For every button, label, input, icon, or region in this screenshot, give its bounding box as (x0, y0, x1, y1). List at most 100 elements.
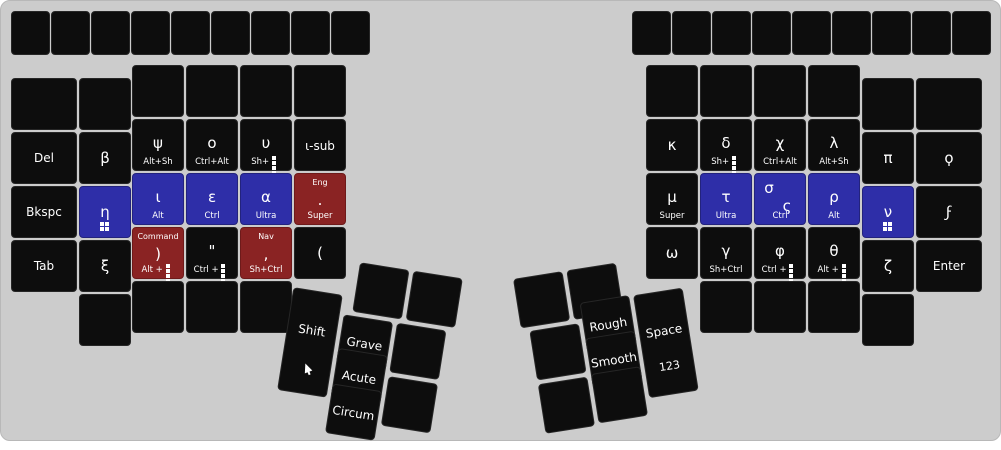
psi-key[interactable]: ψ Alt+Sh (132, 119, 184, 171)
thumb-blank-right-2[interactable] (380, 376, 439, 434)
left-key-blank-c2-top[interactable] (132, 65, 184, 117)
right-key-blank-c1-top[interactable] (700, 65, 752, 117)
thumb-blank-mid[interactable] (590, 366, 649, 424)
tau-key-label: τ (721, 188, 731, 206)
tab-key-label: Tab (33, 259, 55, 273)
thumb-blank-left-1[interactable] (529, 323, 587, 381)
thumb-blank-top-2[interactable] (405, 270, 463, 328)
right-function-key-5[interactable] (792, 11, 831, 55)
delete-key[interactable]: Del (11, 132, 77, 184)
upsilon-key-modifier: Sh+ (241, 156, 291, 175)
thumb-blank-top-1[interactable] (352, 262, 410, 320)
left-function-key-2[interactable] (51, 11, 90, 55)
backspace-key[interactable]: Bkspc (11, 186, 77, 238)
right-key-blank-c4-top[interactable] (862, 78, 914, 130)
tau-key[interactable]: τ Ultra (700, 173, 752, 225)
iota-key-label: ι (155, 188, 161, 206)
right-function-key-6[interactable] (832, 11, 871, 55)
right-key-blank-c0-top[interactable] (646, 65, 698, 117)
left-function-key-3[interactable] (91, 11, 130, 55)
mu-key-label: μ (667, 188, 677, 206)
left-function-key-5[interactable] (171, 11, 210, 55)
thumb-blank-right-1[interactable] (389, 322, 447, 381)
lambda-key[interactable]: λ Alt+Sh (808, 119, 860, 171)
tab-key[interactable]: Tab (11, 240, 77, 292)
iota-subscript-key[interactable]: ι-sub (294, 119, 346, 171)
delta-key[interactable]: δ Sh+ (700, 119, 752, 175)
right-thumb-cluster: Rough Space 123 Smooth (513, 252, 708, 447)
kappa-key[interactable]: κ (646, 119, 698, 171)
quote-key[interactable]: " Ctrl + (186, 227, 238, 283)
eta-key[interactable]: η (79, 186, 131, 238)
left-function-key-9[interactable] (331, 11, 370, 55)
period-key[interactable]: Eng . Super (294, 173, 346, 225)
iota-key[interactable]: ι Alt (132, 173, 184, 225)
left-key-blank-c1-top[interactable] (79, 78, 131, 130)
enter-key[interactable]: Enter (916, 240, 982, 292)
right-function-key-9[interactable] (952, 11, 991, 55)
omicron-key-modifier: Ctrl+Alt (195, 157, 229, 167)
sigma-key[interactable]: σ ς Ctrl (754, 173, 806, 225)
mu-key[interactable]: μ Super (646, 173, 698, 225)
phi-key[interactable]: φ Ctrl + (754, 227, 806, 283)
chi-key[interactable]: χ Ctrl+Alt (754, 119, 806, 171)
pi-key[interactable]: π (862, 132, 914, 184)
left-function-key-8[interactable] (291, 11, 330, 55)
left-paren-key[interactable]: ( (294, 227, 346, 279)
right-key-blank-c3-bottom[interactable] (808, 281, 860, 333)
left-function-key-1[interactable] (11, 11, 50, 55)
zeta-key-label: ζ (883, 257, 893, 275)
right-function-key-7[interactable] (872, 11, 911, 55)
circum-key[interactable]: Circum (324, 383, 383, 441)
iota-subscript-key-label: ι-sub (305, 139, 335, 153)
phi-key-label: φ (775, 242, 785, 260)
rho-key-label: ρ (829, 188, 839, 206)
right-paren-key[interactable]: Command ) Alt + (132, 227, 184, 283)
upsilon-key[interactable]: υ Sh+ (240, 119, 292, 175)
rho-key[interactable]: ρ Alt (808, 173, 860, 225)
beta-key[interactable]: β (79, 132, 131, 184)
right-key-blank-c2-bottom[interactable] (754, 281, 806, 333)
alpha-key[interactable]: α Ultra (240, 173, 292, 225)
epsilon-key[interactable]: ε Ctrl (186, 173, 238, 225)
left-key-blank-c5-top[interactable] (294, 65, 346, 117)
right-function-key-2[interactable] (672, 11, 711, 55)
right-key-blank-c3-top[interactable] (808, 65, 860, 117)
gamma-key[interactable]: γ Sh+Ctrl (700, 227, 752, 279)
thumb-blank-top-3[interactable] (513, 271, 571, 329)
left-function-key-7[interactable] (251, 11, 290, 55)
left-function-key-4[interactable] (131, 11, 170, 55)
space-key[interactable]: Space 123 (633, 287, 699, 399)
right-key-blank-c1-bottom[interactable] (700, 281, 752, 333)
left-key-blank-c2-bottom[interactable] (132, 281, 184, 333)
left-key-blank-c3-bottom[interactable] (186, 281, 238, 333)
koppa-key[interactable]: ϙ (916, 132, 982, 184)
right-key-blank-c2-top[interactable] (754, 65, 806, 117)
digamma-key[interactable]: ϝ (916, 186, 982, 238)
omega-key[interactable]: ω (646, 227, 698, 279)
comma-key-layer: Nav (258, 232, 274, 241)
right-key-blank-c5-top[interactable] (916, 78, 982, 130)
xi-key[interactable]: ξ (79, 240, 131, 292)
right-key-blank-c4-bottom[interactable] (862, 294, 914, 346)
right-function-key-3[interactable] (712, 11, 751, 55)
windows-icon (271, 156, 281, 175)
theta-key[interactable]: θ Alt + (808, 227, 860, 283)
left-key-blank-c1-bottom[interactable] (79, 294, 131, 346)
left-key-blank-c3-top[interactable] (186, 65, 238, 117)
left-key-blank-c4-top[interactable] (240, 65, 292, 117)
phi-key-modifier: Ctrl + (755, 264, 805, 283)
sigma-key-label: σ (764, 179, 774, 197)
nu-key[interactable]: ν (862, 186, 914, 238)
right-function-key-4[interactable] (752, 11, 791, 55)
zeta-key[interactable]: ζ (862, 240, 914, 292)
thumb-blank-left-2[interactable] (537, 376, 596, 434)
left-key-blank-c0[interactable] (11, 78, 77, 130)
beta-key-label: β (100, 149, 110, 167)
omicron-key[interactable]: ο Ctrl+Alt (186, 119, 238, 171)
right-function-key-8[interactable] (912, 11, 951, 55)
comma-key[interactable]: Nav , Sh+Ctrl (240, 227, 292, 279)
right-function-key-1[interactable] (632, 11, 671, 55)
left-function-key-6[interactable] (211, 11, 250, 55)
left-key-blank-c4-bottom[interactable] (240, 281, 292, 333)
